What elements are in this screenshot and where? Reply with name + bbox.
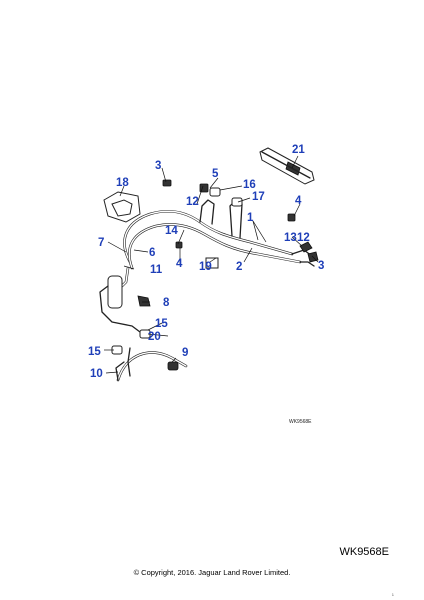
callout-11: 11	[150, 264, 163, 276]
callout-14: 14	[165, 225, 178, 237]
callout-13: 13	[284, 232, 297, 244]
callout-12: 12	[186, 196, 199, 208]
part-21-shape	[259, 147, 315, 185]
diagram-ref-code: WK9568E	[339, 546, 389, 558]
leader-lines	[104, 155, 319, 374]
callout-18: 18	[116, 177, 129, 189]
callout-15b: 15	[88, 346, 101, 358]
callout-1: 1	[247, 212, 254, 224]
callout-16: 16	[243, 179, 256, 191]
hose-assembly	[123, 199, 315, 270]
fittings	[162, 179, 319, 269]
callout-7: 7	[98, 237, 104, 249]
callout-5: 5	[212, 168, 219, 180]
accumulator-hose	[99, 266, 151, 333]
callout-6: 6	[149, 247, 155, 259]
callout-12b: 12	[297, 232, 310, 244]
callout-10: 10	[90, 368, 103, 380]
copyright-notice: © Copyright, 2016. Jaguar Land Rover Lim…	[133, 568, 291, 577]
callout-4: 4	[295, 195, 302, 207]
page-number: 1	[391, 592, 394, 597]
callout-3b: 3	[318, 260, 324, 272]
callout-21: 21	[292, 144, 305, 156]
callout-17: 17	[252, 191, 265, 203]
diagram-ref-small: WK9568E	[289, 419, 312, 425]
callout-2: 2	[236, 261, 242, 273]
callout-9: 9	[182, 347, 188, 359]
part-18-shape	[103, 191, 141, 223]
callout-8: 8	[163, 297, 170, 309]
callout-3: 3	[155, 160, 161, 172]
callout-19: 19	[199, 261, 212, 273]
callout-20: 20	[148, 331, 161, 343]
callout-4b: 4	[176, 258, 183, 270]
lower-hose	[111, 329, 188, 382]
callout-15: 15	[155, 318, 168, 330]
